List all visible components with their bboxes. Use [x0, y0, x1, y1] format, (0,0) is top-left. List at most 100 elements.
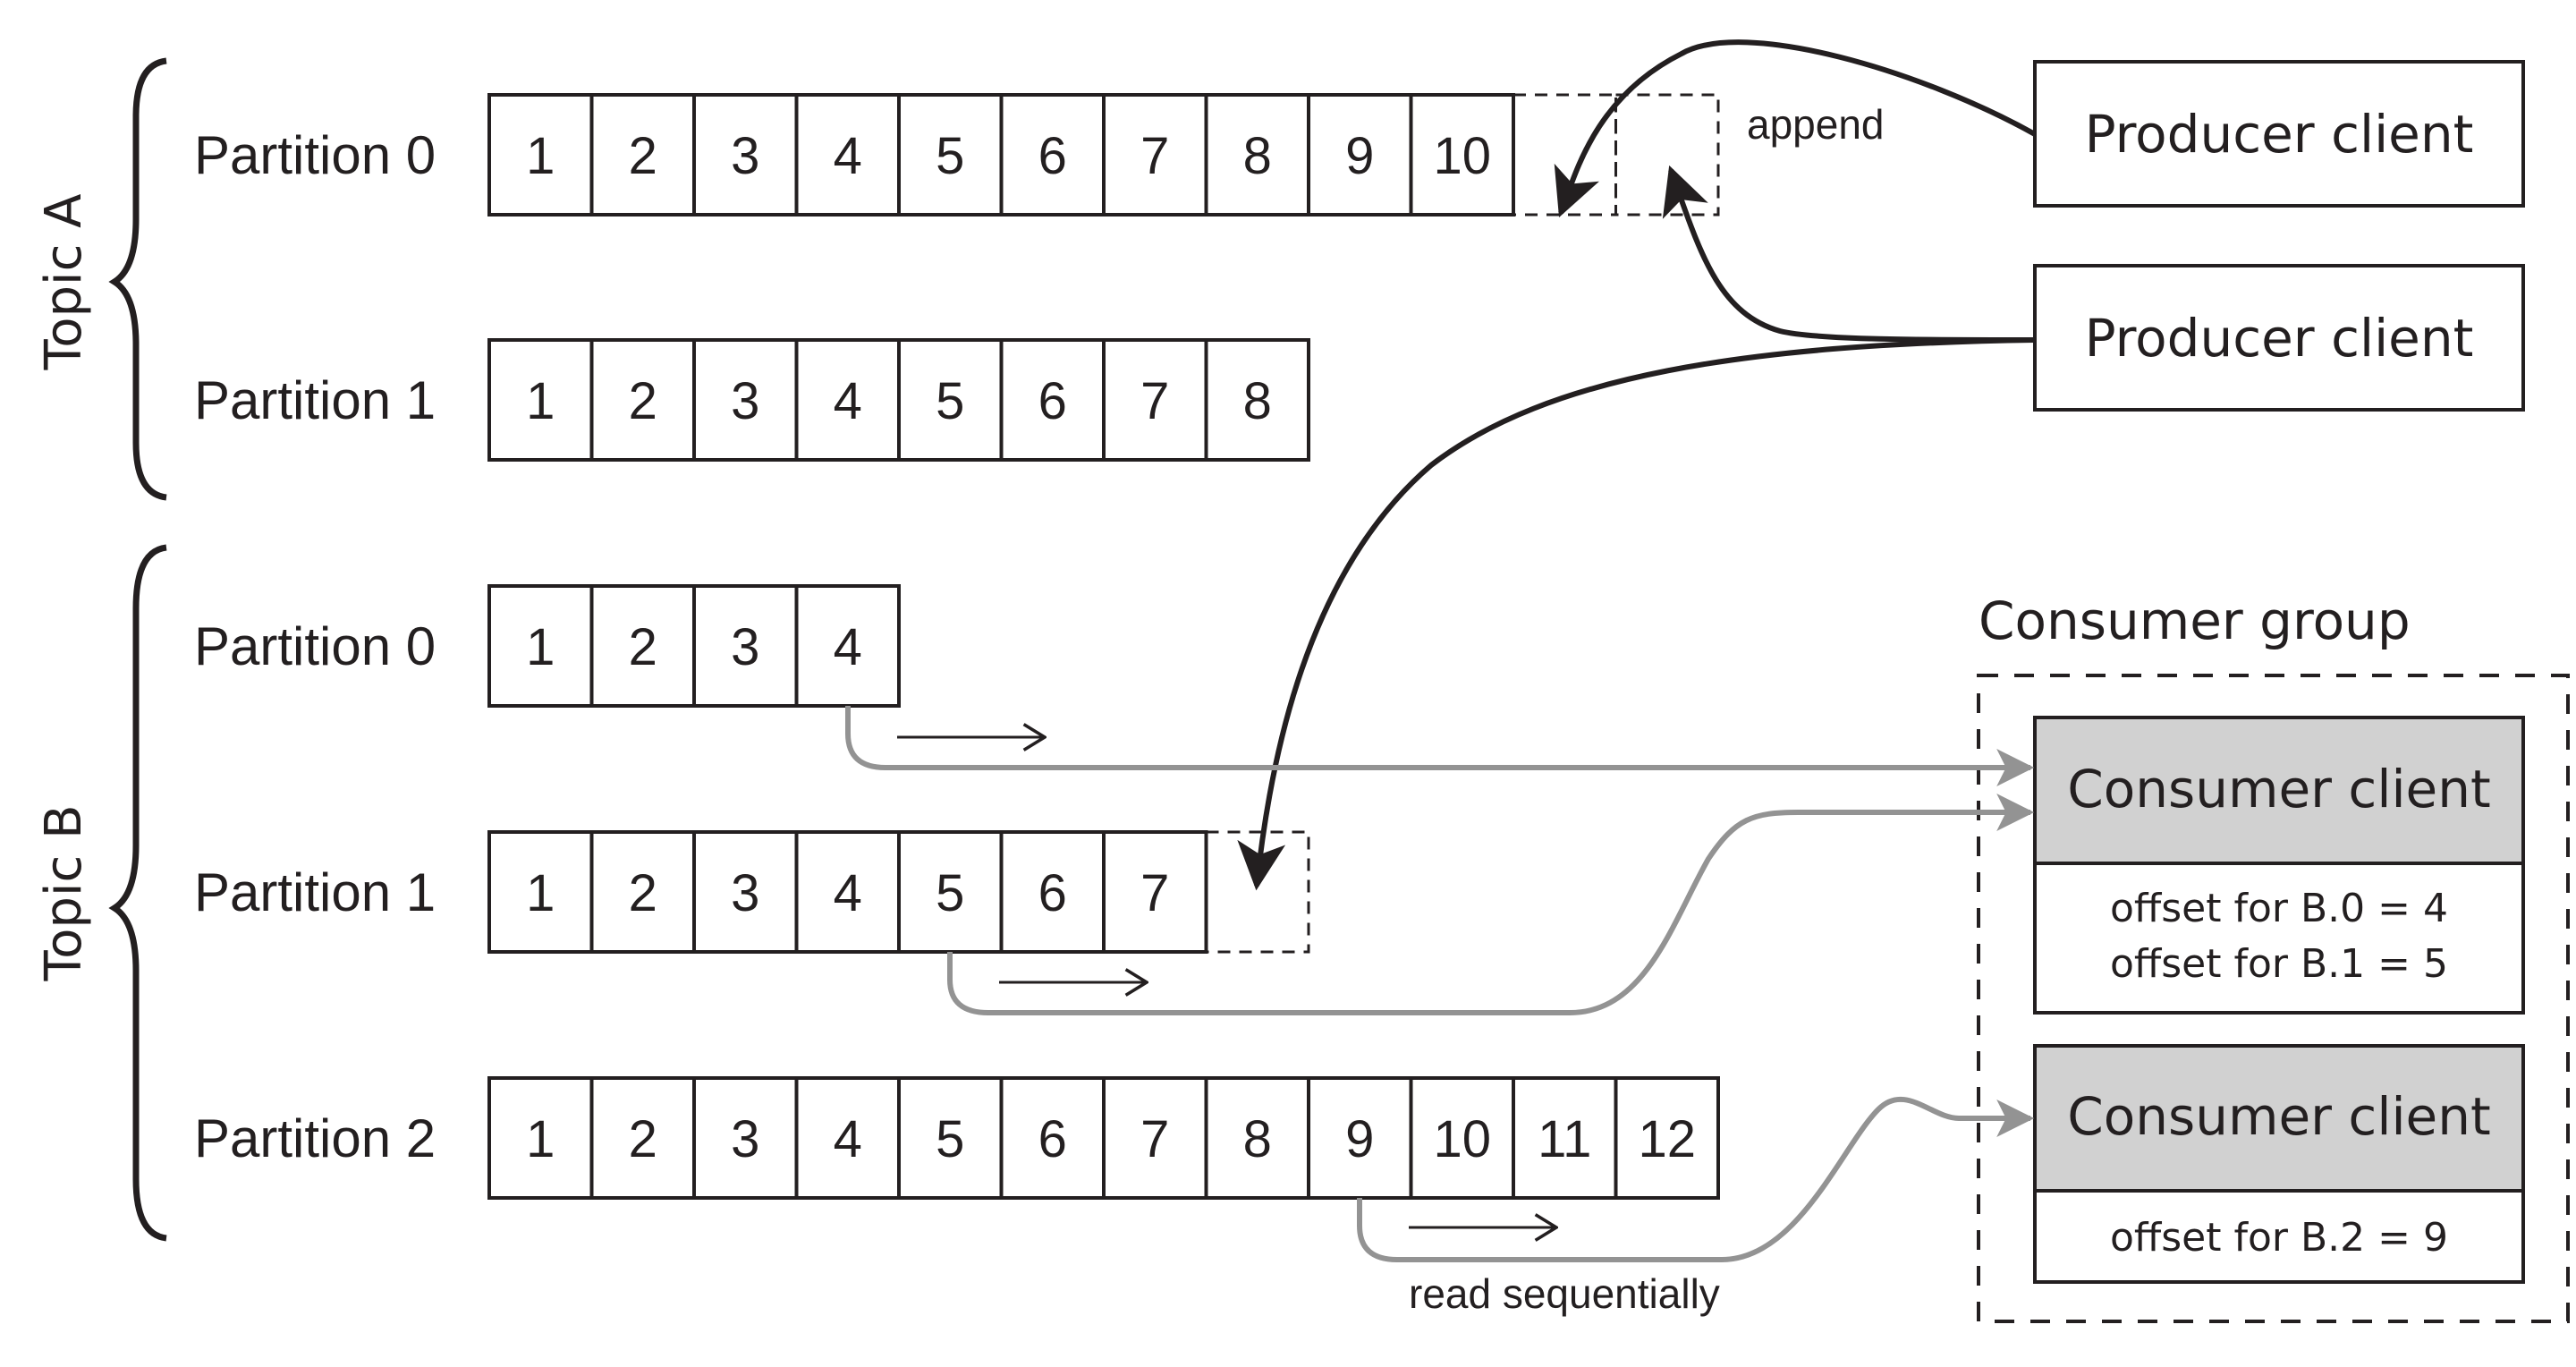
message-cell: 2: [589, 830, 696, 954]
topic-b-group: Topic B: [35, 544, 167, 1242]
message-offset: 7: [1140, 864, 1169, 922]
topic-a-brace: [108, 57, 167, 501]
consumer-client-1[interactable]: Consumer client offset for B.0 = 4 offse…: [2033, 716, 2525, 1015]
message-offset: 5: [936, 127, 964, 185]
message-offset: 1: [526, 618, 555, 676]
message-offset: 8: [1243, 372, 1272, 430]
message-cell: 6: [999, 338, 1106, 462]
message-cell: 1: [487, 584, 594, 708]
message-offset: 2: [629, 1110, 657, 1168]
message-cell: 7: [1102, 830, 1208, 954]
topic-b-p1-to-consumer-1-arrow: [947, 794, 2035, 1015]
partition-label: Partition 1: [194, 370, 436, 430]
message-cell: 3: [692, 338, 799, 462]
message-cell: 6: [999, 93, 1106, 217]
message-offset: 9: [1345, 127, 1374, 185]
consumer-client-1-label: Consumer client: [2067, 759, 2491, 819]
message-cell: 1: [487, 1076, 594, 1200]
message-cell: 5: [897, 93, 1004, 217]
topic-b-p0-to-consumer-1-arrow: [845, 706, 2035, 786]
message-offset: 2: [629, 864, 657, 922]
message-offset: 10: [1433, 1110, 1491, 1168]
message-offset: 5: [936, 1110, 964, 1168]
message-cell: 3: [692, 1076, 799, 1200]
message-cell: 4: [794, 584, 901, 708]
message-cell: 12: [1614, 1076, 1720, 1200]
producer-2-to-topic-b-p1-arrow: [1237, 337, 2036, 891]
topic-b-brace: [108, 544, 167, 1242]
producer-client-1[interactable]: Producer client: [2033, 60, 2525, 208]
message-cell: 2: [589, 1076, 696, 1200]
producer-1-to-topic-a-p0-arrow: [1554, 39, 2037, 218]
topic-b-partition-0: Partition 0 1 2 3 4: [194, 584, 901, 708]
message-cell: 10: [1409, 93, 1515, 217]
message-offset: 1: [526, 1110, 555, 1168]
message-offset: 11: [1538, 1110, 1591, 1168]
message-offset: 10: [1433, 127, 1491, 185]
consumer-client-2[interactable]: Consumer client offset for B.2 = 9: [2033, 1044, 2525, 1284]
message-offset: 5: [936, 372, 964, 430]
topic-a-group: Topic A: [35, 57, 167, 501]
read-sequentially-label: read sequentially: [1409, 1270, 1720, 1317]
producer-client-2[interactable]: Producer client: [2033, 264, 2525, 412]
message-offset: 12: [1638, 1110, 1696, 1168]
message-offset: 8: [1243, 127, 1272, 185]
pending-append-slot: [1614, 93, 1720, 217]
append-label: append: [1747, 101, 1885, 148]
message-offset: 4: [834, 127, 862, 185]
partition-label: Partition 1: [194, 862, 436, 922]
message-cell: 4: [794, 93, 901, 217]
message-cell: 8: [1204, 338, 1310, 462]
producer-client-1-label: Producer client: [2085, 104, 2474, 165]
consumer-group: Consumer group: [1977, 590, 2570, 1323]
pending-append-slot: [1205, 830, 1310, 954]
message-offset: 4: [834, 1110, 862, 1168]
consumer-group-boundary: [1977, 674, 2570, 1323]
message-offset: 1: [526, 864, 555, 922]
message-cell: 2: [589, 584, 696, 708]
topic-b-label: Topic B: [35, 804, 93, 981]
consumer-client-1-offset-b0: offset for B.0 = 4: [2110, 886, 2448, 931]
message-cell: 4: [794, 338, 901, 462]
message-cell: 6: [999, 1076, 1106, 1200]
message-cell: 1: [487, 830, 594, 954]
message-offset: 2: [629, 127, 657, 185]
message-cell: 10: [1409, 1076, 1515, 1200]
message-offset: 7: [1140, 127, 1169, 185]
message-cell: 2: [589, 93, 696, 217]
message-cell: 3: [692, 584, 799, 708]
pending-append-slot: [1512, 93, 1617, 217]
consumer-client-2-offset-b2: offset for B.2 = 9: [2110, 1215, 2448, 1261]
message-cell: 3: [692, 93, 799, 217]
consumer-group-label: Consumer group: [1979, 590, 2411, 651]
producer-client-2-label: Producer client: [2085, 308, 2474, 369]
message-offset: 8: [1243, 1110, 1272, 1168]
message-offset: 1: [526, 127, 555, 185]
message-offset: 6: [1038, 127, 1067, 185]
message-offset: 3: [731, 618, 759, 676]
message-offset: 7: [1140, 1110, 1169, 1168]
message-cell: 1: [487, 93, 594, 217]
message-offset: 4: [834, 618, 862, 676]
message-offset: 2: [629, 618, 657, 676]
message-cell: 7: [1102, 338, 1208, 462]
message-offset: 6: [1038, 372, 1067, 430]
message-cell: 1: [487, 338, 594, 462]
message-cell: 2: [589, 338, 696, 462]
message-offset: 4: [834, 864, 862, 922]
message-offset: 9: [1345, 1110, 1374, 1168]
message-cell: 4: [794, 1076, 901, 1200]
topic-b-p2-to-consumer-2-arrow: [1357, 1096, 2035, 1262]
partition-label: Partition 0: [194, 616, 436, 676]
message-offset: 3: [731, 1110, 759, 1168]
message-cell: 5: [897, 1076, 1004, 1200]
topic-a-label: Topic A: [35, 194, 93, 371]
message-cell: 3: [692, 830, 799, 954]
message-cell: 8: [1204, 93, 1310, 217]
